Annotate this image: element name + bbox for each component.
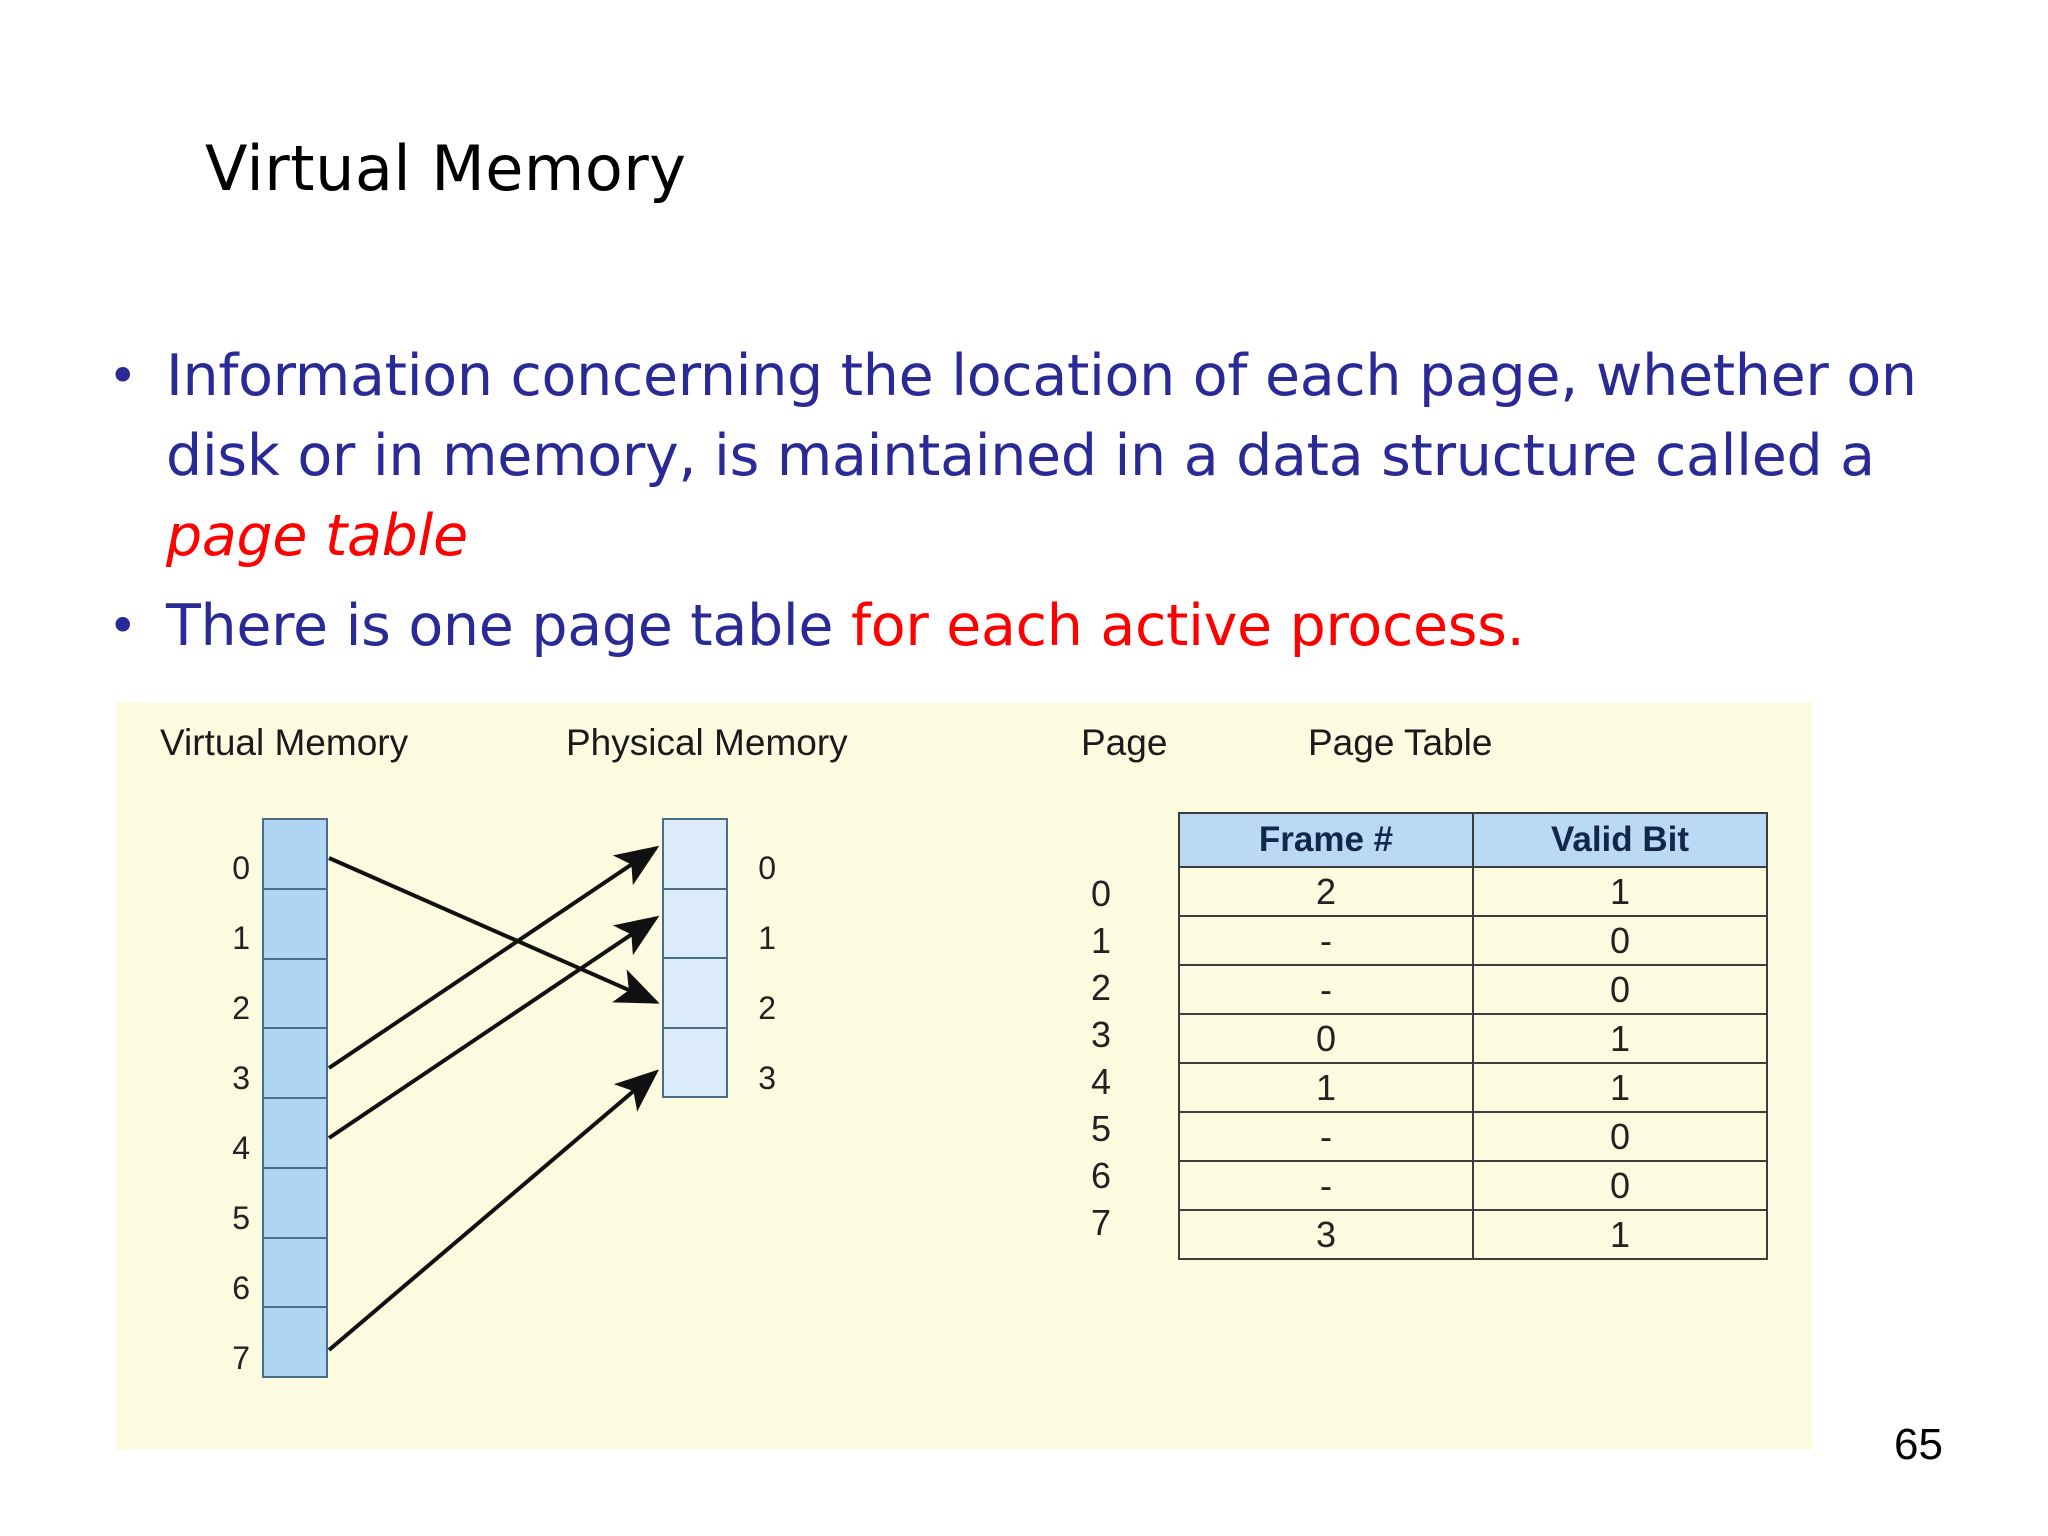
virtual-memory-index-3: 3 (232, 1060, 250, 1096)
physical-memory-cell (664, 1028, 726, 1096)
cell-frame: - (1178, 1111, 1474, 1162)
cell-valid: 0 (1472, 915, 1768, 966)
bullet-text-2-emphasis: for each active process. (850, 593, 1525, 659)
bullet-marker-icon: • (108, 597, 138, 655)
diagram-label-physical-memory: Physical Memory (566, 722, 848, 763)
virtual-memory-cell (264, 889, 326, 960)
table-header-row: Frame # Valid Bit (1178, 812, 1768, 868)
column-header-frame: Frame # (1178, 812, 1474, 868)
page-index-5: 5 (1090, 1108, 1112, 1149)
cell-frame: - (1178, 915, 1474, 966)
cell-valid: 0 (1472, 1111, 1768, 1162)
cell-frame: - (1178, 964, 1474, 1015)
virtual-memory-index-0: 0 (232, 850, 250, 886)
cell-valid: 1 (1472, 1062, 1768, 1113)
virtual-memory-index-7: 7 (232, 1340, 250, 1376)
table-row: - 0 (1178, 1160, 1768, 1211)
cell-frame: - (1178, 1160, 1474, 1211)
physical-memory-index-1: 1 (758, 920, 776, 956)
virtual-memory-cell (264, 1308, 326, 1376)
table-row: 2 1 (1178, 866, 1768, 917)
virtual-memory-index-2: 2 (232, 990, 250, 1026)
cell-valid: 0 (1472, 1160, 1768, 1211)
virtual-memory-cell (264, 1168, 326, 1239)
virtual-memory-cell (264, 1099, 326, 1169)
table-row: 1 1 (1178, 1062, 1768, 1113)
cell-valid: 1 (1472, 1209, 1768, 1260)
cell-frame: 3 (1178, 1209, 1474, 1260)
bullet-marker-icon: • (108, 347, 138, 405)
arrow-vm7-to-pm3 (327, 1069, 660, 1352)
table-row: - 0 (1178, 964, 1768, 1015)
page-index-2: 2 (1090, 967, 1112, 1008)
diagram-label-page: Page (1081, 722, 1168, 763)
virtual-memory-index-4: 4 (232, 1130, 250, 1166)
virtual-memory-index-6: 6 (232, 1270, 250, 1306)
physical-memory-column (662, 818, 728, 1098)
page-title: Virtual Memory (205, 132, 687, 205)
arrow-vm0-to-pm2 (328, 856, 660, 1004)
slide-number: 65 (1894, 1420, 1943, 1469)
cell-valid: 1 (1472, 1013, 1768, 1064)
column-header-valid-bit: Valid Bit (1472, 812, 1768, 868)
virtual-memory-cell (264, 1238, 326, 1309)
physical-memory-index-0: 0 (758, 850, 776, 886)
cell-valid: 1 (1472, 866, 1768, 917)
table-row: - 0 (1178, 915, 1768, 966)
page-table: Frame # Valid Bit 2 1 - 0 - 0 0 1 1 (1178, 812, 1768, 1260)
diagram-label-page-table: Page Table (1308, 722, 1493, 763)
bullet-text-2: There is one page table for each active … (166, 586, 1956, 666)
bullet-item-2: • There is one page table for each activ… (96, 586, 1956, 666)
cell-frame: 1 (1178, 1062, 1474, 1113)
physical-memory-cell (664, 820, 726, 890)
physical-memory-cell (664, 959, 726, 1029)
table-row: - 0 (1178, 1111, 1768, 1162)
table-row: 3 1 (1178, 1209, 1768, 1260)
virtual-memory-cell (264, 959, 326, 1030)
bullet-text-1: Information concerning the location of e… (166, 336, 1956, 576)
page-index-column: 0 1 2 3 4 5 6 7 (1076, 870, 1126, 1246)
virtual-memory-column (262, 818, 328, 1378)
virtual-memory-index-1: 1 (232, 920, 250, 956)
virtual-memory-cell (264, 1029, 326, 1099)
page-index-3: 3 (1090, 1014, 1112, 1055)
diagram-label-virtual-memory: Virtual Memory (160, 722, 409, 763)
cell-valid: 0 (1472, 964, 1768, 1015)
page-index-6: 6 (1090, 1155, 1112, 1196)
bullet-text-2-part1: There is one page table (166, 593, 851, 659)
physical-memory-index-2: 2 (758, 990, 776, 1026)
bullet-text-1-part1: Information concerning the location of e… (166, 343, 1917, 489)
page-index-0: 0 (1090, 873, 1112, 914)
cell-frame: 2 (1178, 866, 1474, 917)
arrow-vm4-to-pm1 (327, 915, 660, 1140)
page-index-7: 7 (1090, 1202, 1112, 1243)
bullet-list: • Information concerning the location of… (96, 336, 1956, 676)
bullet-text-1-emphasis: page table (166, 503, 468, 569)
cell-frame: 0 (1178, 1013, 1474, 1064)
virtual-memory-index-5: 5 (232, 1200, 250, 1236)
table-row: 0 1 (1178, 1013, 1768, 1064)
page-index-1: 1 (1090, 920, 1112, 961)
bullet-item-1: • Information concerning the location of… (96, 336, 1956, 576)
arrow-vm3-to-pm0 (327, 845, 660, 1070)
virtual-memory-cell (264, 820, 326, 890)
paging-diagram: Virtual Memory Physical Memory Page Page… (116, 702, 1812, 1450)
physical-memory-index-3: 3 (758, 1060, 776, 1096)
physical-memory-cell (664, 889, 726, 959)
page-index-4: 4 (1090, 1061, 1112, 1102)
